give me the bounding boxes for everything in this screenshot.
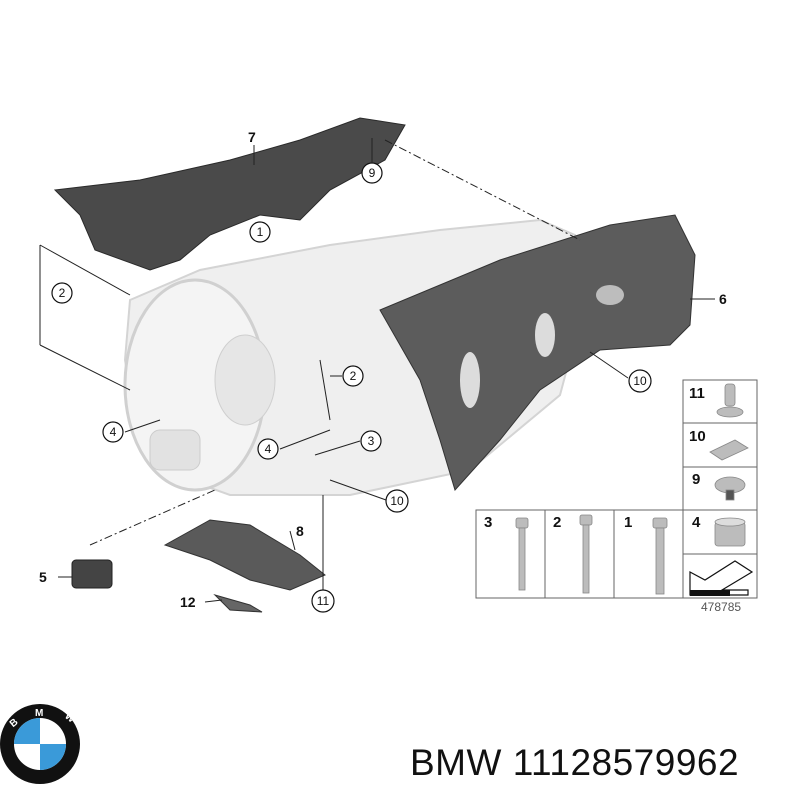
clip-nut-icon: [724, 383, 736, 407]
table-label-11: 11: [689, 385, 705, 402]
table-label-3: 3: [484, 514, 492, 531]
callout-4: 4: [265, 442, 272, 456]
parts-table: [475, 379, 758, 599]
callout-5: 5: [39, 569, 47, 585]
bmw-logo: B M W: [0, 704, 80, 784]
heat-shield-part-7: [53, 117, 406, 271]
callout-11: 11: [317, 594, 330, 608]
part-images: [515, 383, 749, 595]
callout-3: 3: [368, 434, 375, 448]
callout-12: 12: [180, 594, 196, 610]
callout-8: 8: [296, 523, 304, 539]
callout-2: 2: [59, 286, 66, 300]
bolt-2-icon: [579, 514, 593, 526]
callout-10: 10: [390, 494, 404, 508]
part-number-caption: BMW 11128579962: [410, 742, 740, 783]
callout-1: 1: [257, 225, 264, 239]
callout-circles: [51, 162, 652, 613]
leader-lines: [39, 138, 715, 603]
table-label-10: 10: [689, 428, 706, 445]
table-label-4: 4: [692, 514, 701, 531]
bolt-1-icon: [652, 517, 668, 529]
callout-4: 4: [110, 425, 117, 439]
bracket-part-12: [213, 593, 263, 613]
reference-number: 478785: [701, 600, 741, 614]
svg-text:M: M: [35, 708, 43, 719]
direction-arrow-icon: [689, 560, 754, 596]
callout-2: 2: [350, 369, 357, 383]
callout-7: 7: [248, 129, 256, 145]
tunnel-shield-part-6: [379, 214, 696, 491]
bracket-part-5: [71, 559, 113, 589]
table-label-9: 9: [692, 471, 700, 488]
callout-9: 9: [369, 166, 376, 180]
callout-6: 6: [719, 291, 727, 307]
table-label-1: 1: [624, 514, 632, 531]
bolt-3-icon: [515, 517, 529, 529]
cover-plate-part-8: [163, 519, 326, 591]
callout-10: 10: [633, 374, 647, 388]
clip-icon: [709, 439, 749, 461]
table-label-2: 2: [553, 514, 561, 531]
